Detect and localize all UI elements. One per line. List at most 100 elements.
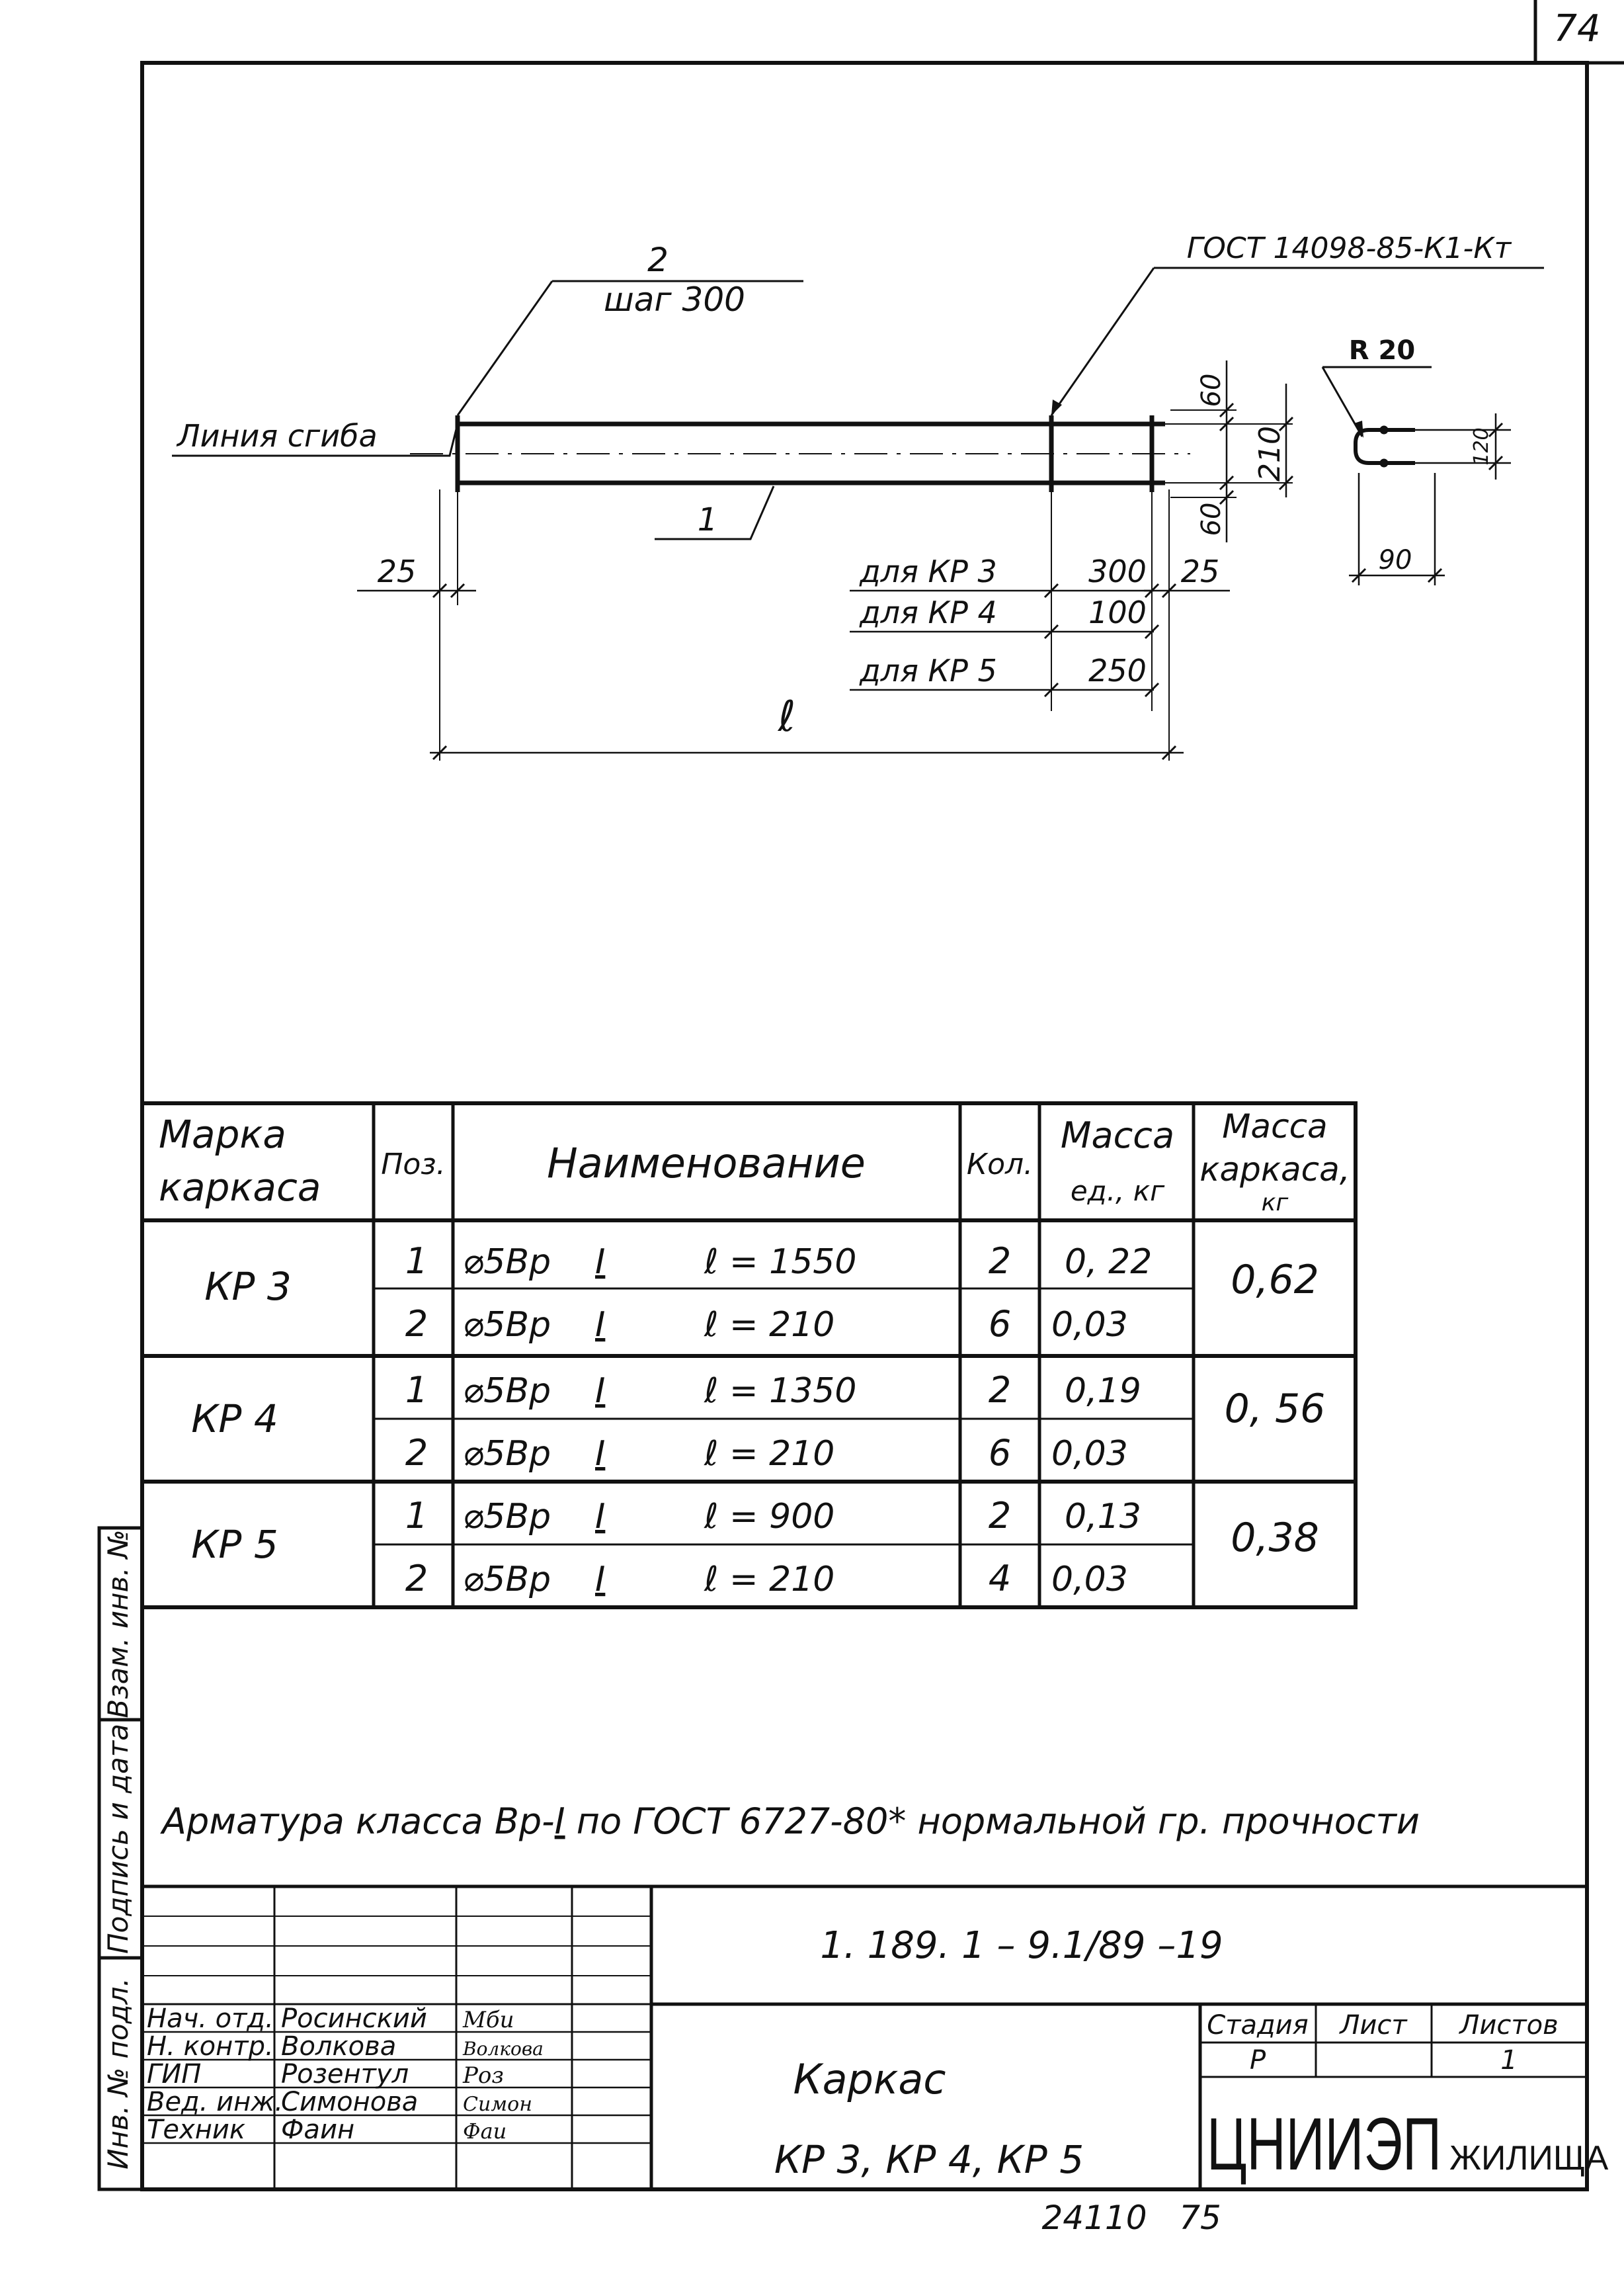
svg-text:ℓ = 210: ℓ = 210 <box>704 1560 834 1599</box>
table-row: 2 ⌀5Вр I ℓ = 210 4 0,03 <box>405 1558 1128 1599</box>
svg-text:2: 2 <box>989 1495 1011 1537</box>
gost-leader <box>1050 267 1544 416</box>
bend-line-leader <box>172 423 459 457</box>
header-unit-mass-2: ед., кг <box>1071 1175 1165 1207</box>
stage-value: Р <box>1250 2045 1266 2076</box>
mark-kr3: КР 3 <box>204 1264 292 1309</box>
sheet-number-box <box>1533 0 1624 65</box>
svg-text:Фаин: Фаин <box>281 2115 354 2145</box>
svg-text:4: 4 <box>989 1558 1011 1599</box>
side-label-signature-date: Подпись и дата <box>102 1724 134 1954</box>
dim-25-right: 25 <box>1181 554 1220 589</box>
svg-text:0, 22: 0, 22 <box>1065 1242 1152 1282</box>
pos1-label: 1 <box>698 501 718 538</box>
table-row: 2 ⌀5Вр I ℓ = 210 6 0,03 <box>405 1432 1128 1474</box>
pos1-leader <box>655 485 775 540</box>
dim-60-bottom: 60 <box>1196 503 1227 536</box>
variant-label-kr5: для КР 5 <box>859 653 997 689</box>
dim-25-left: 25 <box>378 554 417 589</box>
svg-text:1: 1 <box>405 1495 428 1537</box>
svg-text:I: I <box>595 1434 605 1474</box>
svg-text:Вед. инж.: Вед. инж. <box>147 2087 283 2117</box>
header-frame-mass-2: каркаса, <box>1199 1150 1350 1189</box>
svg-text:0,03: 0,03 <box>1051 1305 1128 1345</box>
signature-fain: Фаи <box>463 2119 507 2144</box>
variant-value-kr3: 300 <box>1088 554 1147 589</box>
radius-leader <box>1321 366 1432 437</box>
pos2-step: шаг 300 <box>604 280 745 319</box>
variant-label-kr3: для КР 3 <box>859 554 997 589</box>
side-strip: Инв. № подл. Подпись и дата Взам. инв. № <box>97 1526 144 2191</box>
svg-text:Симонова: Симонова <box>281 2087 418 2117</box>
svg-text:⌀5Вр: ⌀5Вр <box>463 1242 551 1282</box>
dim-60-top: 60 <box>1196 374 1227 407</box>
page-number: 75 <box>1179 2199 1221 2237</box>
svg-text:⌀5Вр: ⌀5Вр <box>463 1305 551 1345</box>
signature-simonova: Симон <box>463 2093 532 2116</box>
dim-90: 90 <box>1379 545 1412 575</box>
staff-row: Вед. инж. Симонова Симон <box>147 2087 532 2117</box>
svg-text:⌀5Вр: ⌀5Вр <box>463 1497 551 1537</box>
svg-text:2: 2 <box>405 1432 428 1474</box>
section-loop <box>1354 428 1415 465</box>
sheet-frame <box>140 61 1589 2191</box>
header-mark-1: Марка <box>159 1112 286 1157</box>
svg-text:ℓ = 1350: ℓ = 1350 <box>704 1371 856 1411</box>
stage-header: Стадия <box>1207 2010 1308 2041</box>
header-name: Наименование <box>547 1139 866 1187</box>
variant-value-kr4: 100 <box>1088 595 1147 630</box>
frame-mass-kr5: 0,38 <box>1231 1515 1319 1561</box>
svg-text:I: I <box>595 1371 605 1411</box>
svg-text:ℓ = 210: ℓ = 210 <box>704 1305 834 1345</box>
header-unit-mass-1: Масса <box>1061 1115 1174 1156</box>
header-frame-mass-3: кг <box>1262 1189 1289 1216</box>
drawing-title-2: КР 3, КР 4, КР 5 <box>774 2137 1084 2182</box>
svg-text:2: 2 <box>989 1240 1011 1282</box>
header-mark-2: каркаса <box>159 1165 321 1210</box>
variant-value-kr5: 250 <box>1088 653 1147 689</box>
dim-length: ℓ <box>778 693 795 741</box>
svg-text:6: 6 <box>989 1432 1011 1474</box>
variant-label-kr4: для КР 4 <box>859 595 997 630</box>
svg-text:I: I <box>595 1305 605 1345</box>
table-row: 1 ⌀5Вр I ℓ = 1350 2 0,19 <box>405 1369 1141 1411</box>
document-code: 1. 189. 1 – 9.1/89 –19 <box>820 1924 1223 1967</box>
org-subname: ЖИЛИЩА <box>1449 2139 1609 2177</box>
drawing-title-1: Каркас <box>793 2055 946 2103</box>
reinforcement-note: Арматура класса Вр-I по ГОСТ 6727-80* но… <box>160 1800 1420 1842</box>
staff-row: Н. контр. Волкова Волкова <box>147 2031 544 2062</box>
table-row: 1 ⌀5Вр I ℓ = 1550 2 0, 22 <box>405 1240 1152 1282</box>
sheet-number: 74 <box>1553 7 1600 50</box>
staff-row: Нач. отд. Росинский Мби <box>147 2003 514 2034</box>
pos2-label: 2 <box>647 241 669 279</box>
svg-text:I: I <box>595 1242 605 1282</box>
dim-210: 210 <box>1253 426 1287 482</box>
signature-rosinsky: Мби <box>462 2007 514 2033</box>
svg-text:2: 2 <box>989 1369 1011 1411</box>
svg-text:I: I <box>595 1497 605 1537</box>
signature-volkova: Волкова <box>462 2038 544 2060</box>
svg-text:Нач. отд.: Нач. отд. <box>147 2003 274 2034</box>
svg-text:Техник: Техник <box>147 2115 245 2145</box>
mark-kr4: КР 4 <box>191 1396 278 1441</box>
header-qty: Кол. <box>967 1148 1033 1181</box>
org-name: ЦНИИЭП <box>1207 2103 1441 2185</box>
svg-text:ℓ = 210: ℓ = 210 <box>704 1434 834 1474</box>
bend-line-label: Линия сгиба <box>176 418 378 454</box>
gost-label: ГОСТ 14098-85-К1-Кт <box>1187 232 1512 265</box>
frame-drawing <box>172 267 1544 761</box>
svg-text:⌀5Вр: ⌀5Вр <box>463 1560 551 1599</box>
svg-text:0,03: 0,03 <box>1051 1560 1128 1599</box>
svg-text:1: 1 <box>405 1240 428 1282</box>
pos2-leader <box>456 280 803 416</box>
svg-text:0,13: 0,13 <box>1065 1497 1141 1537</box>
svg-text:I: I <box>595 1560 605 1599</box>
signature-rozentul: Роз <box>462 2062 504 2089</box>
spec-table: Марка каркаса Поз. Наименование Кол. Мас… <box>140 1101 1358 1609</box>
table-row: 1 ⌀5Вр I ℓ = 900 2 0,13 <box>405 1495 1141 1537</box>
sheets-value: 1 <box>1500 2045 1517 2076</box>
radius-label: R 20 <box>1349 335 1415 366</box>
side-label-inv-orig: Инв. № подл. <box>102 1978 134 2170</box>
frame-mass-kr4: 0, 56 <box>1225 1386 1326 1432</box>
